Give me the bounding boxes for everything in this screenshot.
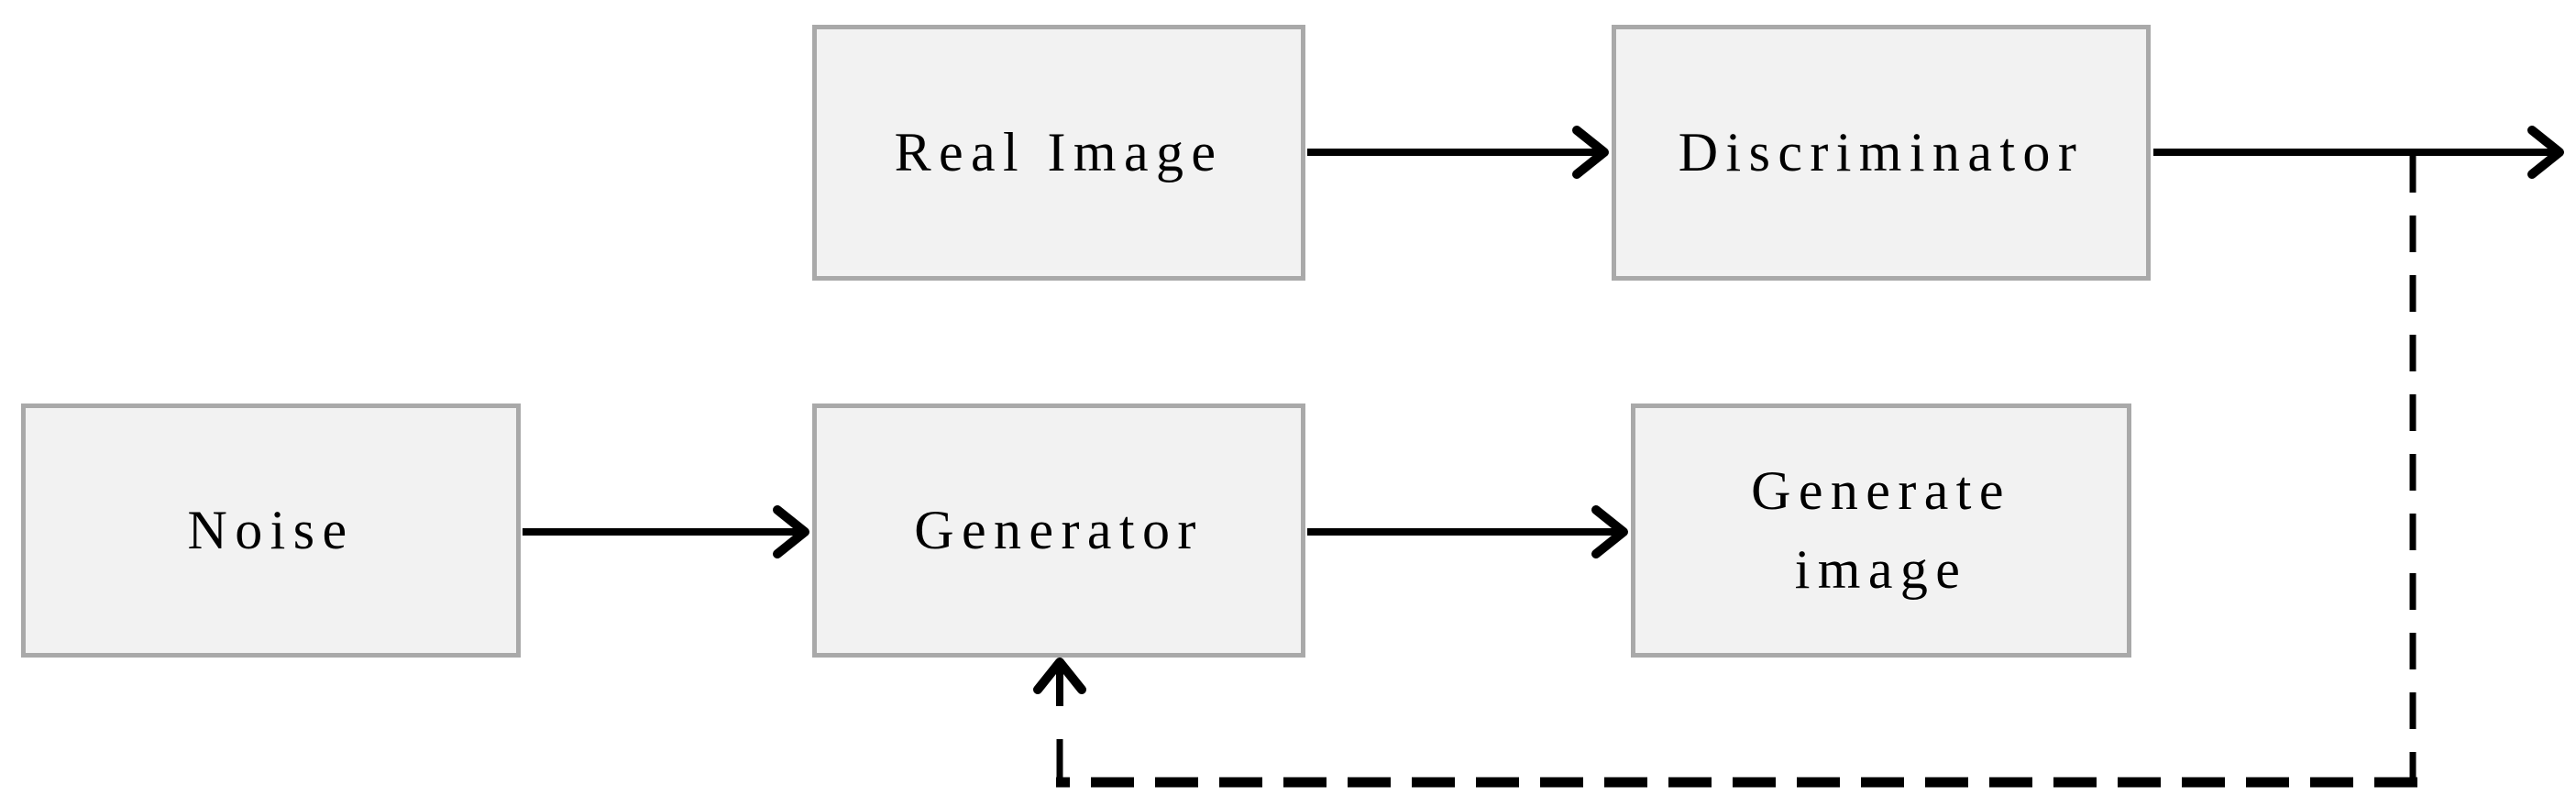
node-generator: Generator bbox=[812, 404, 1305, 658]
node-discriminator-label: Discriminator bbox=[1678, 121, 2085, 182]
node-real-image: Real Image bbox=[812, 25, 1305, 281]
node-real-image-label: Real Image bbox=[894, 121, 1224, 182]
node-noise: Noise bbox=[21, 404, 521, 658]
node-discriminator: Discriminator bbox=[1612, 25, 2151, 281]
node-noise-label: Noise bbox=[187, 499, 355, 560]
node-generator-label: Generator bbox=[914, 499, 1204, 560]
node-generate-image-label: Generate image bbox=[1751, 460, 2011, 600]
node-generate-image: Generate image bbox=[1631, 404, 2131, 658]
